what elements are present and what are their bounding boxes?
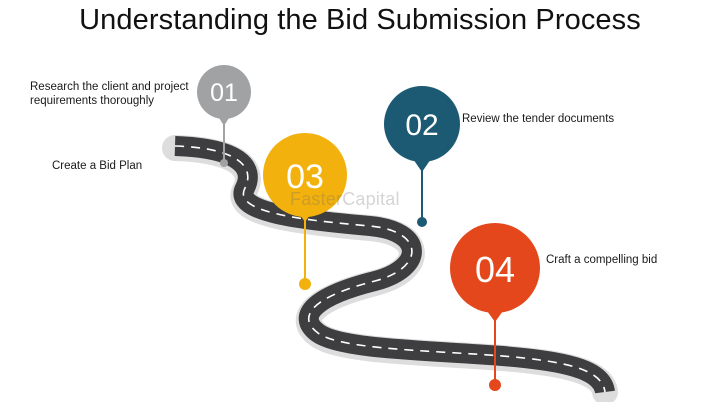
milestone-pin-01 xyxy=(197,65,251,167)
pin-number-01: 01 xyxy=(210,79,238,107)
pin-number-03: 03 xyxy=(286,158,324,196)
road xyxy=(162,135,618,402)
milestone-pin-02 xyxy=(384,86,460,227)
pin-number-02: 02 xyxy=(405,109,438,142)
step-label-04: Craft a compelling bid xyxy=(546,254,658,266)
milestone-pin-03 xyxy=(263,133,347,290)
step-label-02: Review the tender documents xyxy=(462,113,615,125)
milestone-pin-04 xyxy=(450,223,540,391)
watermark: FasterCapital xyxy=(290,189,400,209)
pin-number-04: 04 xyxy=(475,249,515,290)
step-label-01: Research the client and project requirem… xyxy=(30,81,189,107)
step-label-03: Create a Bid Plan xyxy=(52,160,143,172)
diagram-title: Understanding the Bid Submission Process xyxy=(79,4,641,36)
